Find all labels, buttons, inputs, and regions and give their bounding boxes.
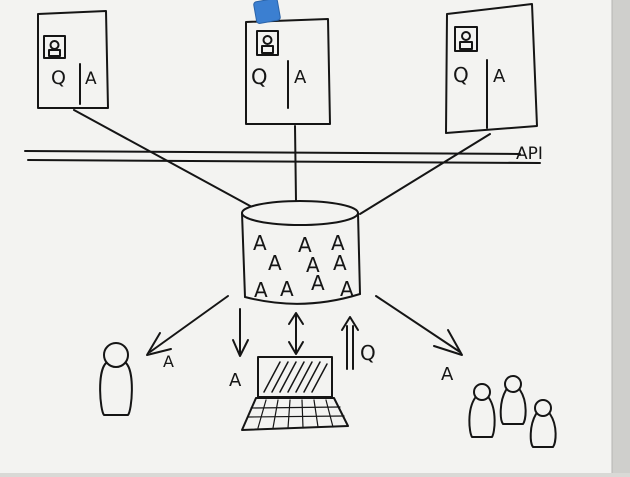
flow-label: Q xyxy=(360,341,376,365)
db-answer: A xyxy=(333,251,347,275)
user-photo-icon xyxy=(43,35,66,59)
db-answer: A xyxy=(268,251,282,275)
db-answer: A xyxy=(331,231,345,255)
arrowhead xyxy=(341,316,359,331)
flow-label: A xyxy=(229,370,242,391)
app-card-left: Q A xyxy=(37,10,109,109)
connector-right xyxy=(359,133,491,215)
arrow-to-single-user: A xyxy=(146,295,229,371)
app-card-right: Q A xyxy=(445,3,538,134)
question-label: Q xyxy=(251,65,268,89)
user-photo-icon xyxy=(454,26,478,52)
flow-label: A xyxy=(163,352,174,371)
blue-tape xyxy=(253,0,281,24)
database-bottom xyxy=(244,293,361,305)
flow-label: A xyxy=(441,364,454,385)
db-answer: A xyxy=(253,231,267,255)
db-answer: A xyxy=(311,271,325,295)
answer-label: A xyxy=(294,67,307,88)
database-top xyxy=(241,200,359,226)
wall-edge xyxy=(612,0,630,473)
db-answer: A xyxy=(254,278,268,302)
question-label: Q xyxy=(453,63,469,87)
single-user-icon xyxy=(99,342,133,416)
card-frame xyxy=(37,10,109,109)
app-card-center: Q A xyxy=(245,18,331,125)
connector-center xyxy=(294,125,297,202)
answer-database: A A A A A A A A A A xyxy=(241,200,361,305)
api-label: API xyxy=(516,144,543,164)
arrowhead xyxy=(232,339,249,357)
laptop-icon xyxy=(241,356,349,431)
answer-label: A xyxy=(493,66,506,87)
arrow-up-question: Q xyxy=(341,316,376,370)
api-bus: API xyxy=(24,144,543,164)
user-photo-icon xyxy=(256,30,279,56)
connector-left xyxy=(73,109,253,208)
db-answer: A xyxy=(306,253,320,277)
card-frame xyxy=(245,18,331,125)
db-answer: A xyxy=(280,277,294,301)
user-group-icon xyxy=(468,375,557,448)
db-answer: A xyxy=(298,233,312,257)
arrowhead xyxy=(146,332,172,356)
answer-label: A xyxy=(85,69,97,89)
card-frame xyxy=(445,3,538,134)
arrow-down-to-laptop: A xyxy=(229,308,249,391)
question-label: Q xyxy=(51,67,66,89)
arrowhead xyxy=(433,329,463,356)
db-answer: A xyxy=(340,277,354,301)
arrow-to-user-group: A xyxy=(375,295,463,385)
whiteboard-surface xyxy=(0,0,612,473)
arrow-bidirectional xyxy=(288,312,304,355)
laptop-keyboard xyxy=(241,397,349,431)
